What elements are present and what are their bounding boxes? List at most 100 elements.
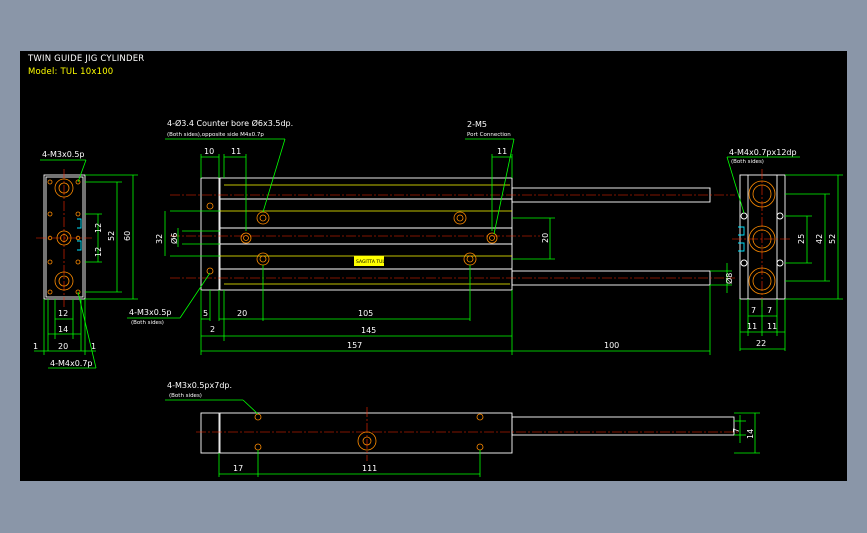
left-end-view: 60 52 12 12 12 14 20 1 1 4-M3x0.5p 4-M4x…	[33, 150, 138, 369]
front-counterbore-inner	[466, 255, 474, 263]
bottom-end-plate	[200, 412, 220, 454]
drawing-model: Model: TUL 10x100	[28, 67, 114, 77]
dim-front-11-left: 11	[231, 147, 241, 156]
dim-right-11b: 11	[767, 322, 777, 331]
left-view-body	[43, 174, 86, 300]
left-view-rod-top	[58, 182, 70, 194]
callout-port-sub: Port Connection	[467, 132, 511, 138]
front-counterbore	[256, 211, 270, 225]
front-cylinder-body	[219, 177, 513, 291]
dim-front-105: 105	[358, 309, 373, 318]
callout-m3-front: 4-M3x0.5p	[129, 308, 172, 317]
front-hole	[206, 202, 214, 210]
bottom-port	[362, 436, 372, 446]
left-view-hole	[75, 259, 81, 265]
front-counterbore	[463, 252, 477, 266]
front-port-right	[486, 232, 498, 244]
bottom-view: 17 111 7 14 4-M3x0.5px7dp. (Both sides)	[165, 381, 760, 477]
callout-m4-left: 4-M4x0.7p	[50, 359, 93, 368]
left-view-rod-boss-bottom	[54, 271, 74, 291]
front-counterbore	[453, 211, 467, 225]
left-view-hole	[47, 179, 53, 185]
right-view-boss-mid	[748, 225, 776, 253]
callout-port: 2-M5	[467, 120, 487, 129]
dim-right-52: 52	[828, 234, 837, 244]
right-view-port-mark	[738, 226, 745, 252]
left-view-hole	[75, 289, 81, 295]
drawing-sheet: TWIN GUIDE JIG CYLINDER Model: TUL 10x10…	[20, 51, 847, 481]
right-view-rod-bottom	[752, 271, 772, 291]
callout-m3-front-sub: (Both sides)	[131, 320, 164, 326]
dim-bottom-17: 17	[233, 464, 243, 473]
dim-left-14: 14	[58, 325, 68, 334]
left-view-rod-boss-top	[54, 178, 74, 198]
bottom-hole	[254, 443, 262, 451]
left-view-piston	[60, 234, 68, 242]
callout-counterbore-sub: (Both sides),opposite side M4x0.7p	[167, 132, 264, 138]
bottom-hole	[476, 413, 484, 421]
dim-front-20: 20	[237, 309, 247, 318]
left-view-inner	[45, 176, 84, 298]
dim-front-11-right: 11	[497, 147, 507, 156]
left-view-hole	[75, 235, 81, 241]
bottom-hole	[254, 413, 262, 421]
front-counterbore-inner	[259, 255, 267, 263]
callout-m3-bottom-sub: (Both sides)	[169, 393, 202, 399]
nameplate-text: SAGITTA TUL	[356, 259, 385, 265]
right-view-slot	[776, 212, 784, 220]
dim-right-42: 42	[815, 234, 824, 244]
dim-left-52: 52	[107, 231, 116, 241]
left-view-port-mark	[77, 218, 82, 251]
dim-left-60: 60	[123, 231, 132, 241]
bottom-hole	[476, 443, 484, 451]
dim-right-7a: 7	[751, 306, 756, 315]
callout-counterbore: 4-Ø3.4 Counter bore Ø6x3.5dp.	[167, 118, 293, 128]
dim-bottom-7: 7	[732, 428, 741, 433]
dim-front-100: 100	[604, 341, 619, 350]
right-view-slot	[740, 259, 748, 267]
dim-left-20: 20	[58, 342, 68, 351]
dim-left-12-bottom: 12	[58, 309, 68, 318]
callout-m3-bottom: 4-M3x0.5px7dp.	[167, 381, 232, 390]
dim-left-12-a: 12	[94, 223, 103, 233]
dim-right-25: 25	[797, 234, 806, 244]
dim-front-145: 145	[361, 326, 376, 335]
right-end-view: 25 42 52 7 7 11 11 22 4-M4x0.7px12dp	[726, 148, 843, 351]
left-view-hole	[47, 289, 53, 295]
dim-front-32: 32	[155, 234, 164, 244]
right-view-body	[739, 174, 786, 300]
bottom-rod	[511, 416, 735, 436]
dim-bottom-14: 14	[746, 429, 755, 439]
front-counterbore-inner	[456, 214, 464, 222]
callout-m4-right: 4-M4x0.7px12dp	[729, 148, 797, 157]
left-view-hole	[47, 235, 53, 241]
front-port-right-inner	[489, 235, 495, 241]
cad-drawing: 60 52 12 12 12 14 20 1 1 4-M3x0.5p 4-M4x…	[33, 118, 843, 477]
right-view-boss-bottom	[748, 267, 776, 295]
dim-front-20-right: 20	[541, 233, 550, 243]
right-view-boss-top	[748, 180, 776, 208]
dim-front-10: 10	[204, 147, 214, 156]
left-view-hole	[47, 211, 53, 217]
left-view-piston-boss	[56, 230, 72, 246]
dim-left-1a: 1	[33, 342, 38, 351]
dim-front-5: 5	[203, 309, 208, 318]
right-view-rod-mid	[752, 229, 772, 249]
dim-right-22: 22	[756, 339, 766, 348]
callout-m4-right-sub: (Both sides)	[731, 159, 764, 165]
front-counterbore	[256, 252, 270, 266]
drawing-title: TWIN GUIDE JIG CYLINDER	[28, 54, 145, 64]
dim-front-d6: Ø6	[169, 233, 179, 244]
left-view-hole	[75, 179, 81, 185]
callout-m3-left: 4-M3x0.5p	[42, 150, 85, 159]
bottom-body	[219, 412, 513, 454]
right-view-slot	[776, 259, 784, 267]
right-view-slot	[740, 212, 748, 220]
right-view-rod-top	[752, 184, 772, 204]
dim-front-d8: Ø8	[724, 273, 734, 284]
front-port-left-inner	[243, 235, 249, 241]
front-counterbore-inner	[259, 214, 267, 222]
front-port-left	[240, 232, 252, 244]
front-hole	[206, 267, 214, 275]
dim-front-157: 157	[347, 341, 362, 350]
